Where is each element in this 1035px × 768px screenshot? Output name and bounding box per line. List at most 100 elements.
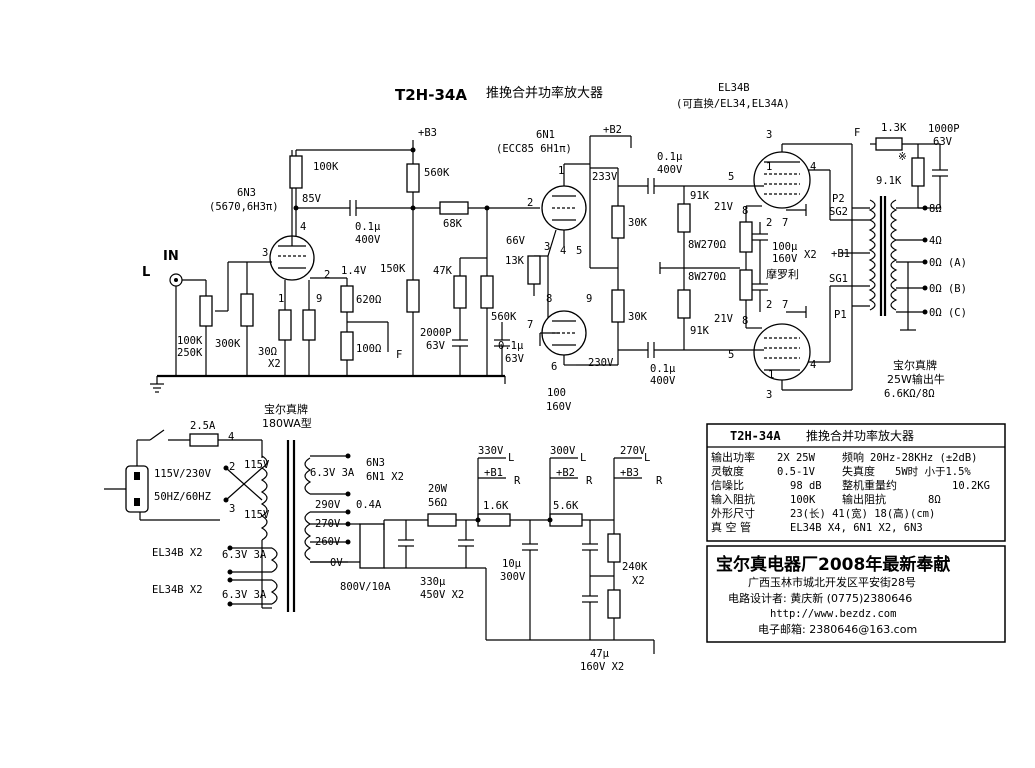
pin-label: 7	[782, 217, 788, 229]
pin-label: 8	[546, 293, 552, 305]
spec-title: 推挽合并功率放大器	[806, 428, 914, 443]
pin4-label: 4	[228, 431, 234, 443]
c400-c-label: 400V	[657, 164, 683, 176]
c160u-label: 160V	[772, 253, 798, 265]
pin2-label: 2	[229, 461, 235, 473]
r30-x2-label: X2	[268, 358, 281, 370]
c450-label: 450V X2	[420, 589, 464, 601]
c330-label: 330μ	[420, 576, 446, 588]
r150k-icon	[406, 279, 420, 313]
pin-label: 3	[544, 241, 550, 253]
ht-winding-icon	[304, 511, 312, 561]
r91k-b-label: 91K	[690, 325, 710, 337]
c01-a-label: 0.1μ	[355, 221, 381, 233]
maker-web: http://www.bezdz.com	[770, 608, 896, 620]
heater-6n-winding-icon	[304, 457, 312, 495]
psu-b1-label: +B1	[484, 467, 503, 479]
phase-splitter	[527, 135, 740, 366]
spec-r1-k1: 灵敏度	[711, 464, 744, 478]
pin-label: 7	[782, 299, 788, 311]
maker-designer: 电路设计者: 黄庆新 (0775)2380646	[728, 591, 912, 605]
v230-label: 230V	[588, 357, 614, 369]
pin-label: 9	[586, 293, 592, 305]
psu-r-b: R	[586, 475, 593, 487]
psu-b2-label: +B2	[556, 467, 575, 479]
pin-label: 5	[728, 171, 734, 183]
pin-label: 8	[742, 205, 748, 217]
spec-r1-v2: 5W时 小于1.5%	[895, 466, 971, 478]
v21-b-label: 21V	[714, 313, 734, 325]
r91k-a-label: 91K	[690, 190, 710, 202]
fb-resistor-icon	[875, 137, 903, 151]
r30k-b-label: 30K	[628, 311, 648, 323]
tap-0b-label: 0Ω (B)	[929, 283, 967, 295]
output-tube-alternatives: (可直换/EL34,EL34A)	[676, 97, 790, 110]
c100u-x2-label: X2	[804, 249, 817, 261]
c100-label: 100	[547, 387, 566, 399]
p2-label: P2	[832, 193, 845, 205]
v2-tube-name: 6N1	[536, 129, 555, 141]
tap-4ohm-label: 4Ω	[929, 235, 942, 247]
spec-r0-v1: 2X 25W	[777, 452, 816, 464]
heater-63-b-label: 6.3V 3A	[222, 549, 267, 561]
pin3-label: 3	[229, 503, 235, 515]
r150k-label: 150K	[380, 263, 406, 275]
sg2-label: SG2	[829, 206, 848, 218]
c2000p-label: 2000P	[420, 327, 452, 339]
v85-label: 85V	[302, 193, 322, 205]
c63v-b-label: 63V	[505, 353, 525, 365]
ot-primary-icon	[868, 199, 876, 311]
r20w-label: 20W	[428, 483, 448, 495]
psu-l-b: L	[580, 452, 586, 464]
tap-270-label: 270V	[315, 518, 341, 530]
fb-mark: ※	[898, 151, 907, 163]
model-title: T2H-34A	[395, 86, 467, 104]
r56-icon	[427, 513, 457, 527]
spec-r2-v1: 98 dB	[790, 480, 822, 492]
r30-label: 30Ω	[258, 346, 277, 358]
heater-63-c-label: 6.3V 3A	[222, 589, 267, 601]
spec-r0-v2: 20Hz-28KHz (±2dB)	[870, 452, 977, 464]
r56-label: 56Ω	[428, 497, 447, 509]
r300k-label: 300K	[215, 338, 241, 350]
heater-el-b-label: EL34B X2	[152, 584, 203, 596]
pin-label: 3	[262, 247, 268, 259]
output-stage	[739, 137, 948, 391]
pin-label: 2	[527, 197, 533, 209]
spec-table	[706, 423, 1006, 542]
r240k-b-icon	[607, 589, 621, 619]
r100k-top-label: 100K	[313, 161, 339, 173]
volume-value-b: 250K	[177, 347, 203, 359]
r47k-icon	[453, 275, 467, 309]
v2-tube-alt: (ECC85 6H1π)	[496, 143, 572, 155]
pin3-upper: 3	[766, 129, 772, 141]
r240k-a-icon	[607, 533, 621, 563]
pin-label: 1	[558, 165, 564, 177]
output-tube-label: EL34B	[718, 82, 750, 94]
spec-r0-k2: 频响	[842, 450, 864, 464]
r270-lower-icon	[739, 269, 753, 301]
maker-address: 广西玉林市城北开发区平安街28号	[748, 575, 916, 589]
pin-label: 4	[810, 161, 816, 173]
power-supply	[104, 429, 655, 654]
spec-r4-k1: 外形尺寸	[711, 506, 755, 520]
title-chinese: 推挽合并功率放大器	[486, 85, 603, 101]
c160v-label: 160V	[546, 401, 572, 413]
volume-pot-icon	[199, 295, 213, 327]
pin-label: 3	[766, 389, 772, 401]
heater-el-a-label: EL34B X2	[152, 547, 203, 559]
spec-r2-k2: 整机重量约	[842, 478, 897, 492]
r30k-a-label: 30K	[628, 217, 648, 229]
morley-label: 摩罗利	[766, 267, 799, 281]
c01-c-label: 0.1μ	[657, 151, 683, 163]
heater-6n3-label: 6N3	[366, 457, 385, 469]
spec-r3-v1: 100K	[790, 494, 816, 506]
fb-13k-label: 1.3K	[881, 122, 907, 134]
pin-label: 2	[766, 217, 772, 229]
c10-label: 10μ	[502, 558, 522, 570]
psu-r-a: R	[514, 475, 521, 487]
w115-a-label: 115V	[244, 459, 270, 471]
r68k-icon	[439, 201, 469, 215]
c400-a-label: 400V	[355, 234, 381, 246]
